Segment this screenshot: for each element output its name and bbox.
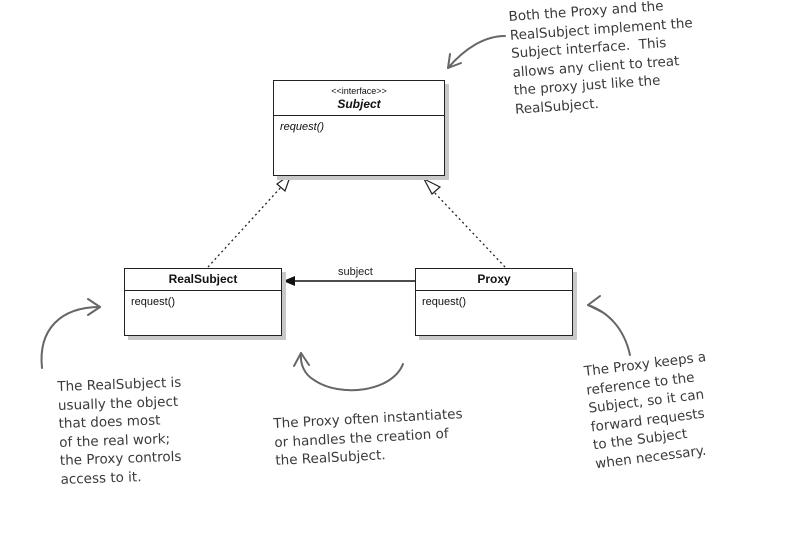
subject-request-method: request(): [280, 121, 325, 133]
association-label: subject: [338, 266, 373, 278]
proxy-class: Proxy request(): [415, 268, 573, 336]
realsubject-annotation: The RealSubject is usually the object th…: [57, 374, 182, 488]
interface-stereotype: <<interface>>: [331, 86, 387, 96]
instantiate-note-pointer: [293, 352, 404, 392]
realsubject-note-pointer: [40, 298, 101, 369]
subject-interface-class: <<interface>> Subject request(): [273, 80, 445, 176]
proxy-request-method: request(): [422, 296, 467, 308]
interface-note-pointer: [447, 35, 506, 69]
realsubject-request-method: request(): [131, 296, 176, 308]
subject-class-methods: request(): [274, 116, 444, 138]
proxy-realization-line: [431, 189, 506, 268]
proxy-class-header: Proxy: [416, 269, 572, 291]
proxy-realization-arrowhead: [422, 177, 442, 195]
realsubject-class: RealSubject request(): [124, 268, 282, 336]
realsubject-realization-line: [207, 184, 284, 268]
proxy-annotation: The Proxy keeps a reference to the Subje…: [583, 349, 708, 472]
interface-annotation: Both the Proxy and the RealSubject imple…: [508, 0, 694, 118]
realsubject-class-methods: request(): [125, 291, 281, 313]
proxy-note-pointer: [587, 295, 631, 356]
proxy-class-methods: request(): [416, 291, 572, 313]
subject-class-header: <<interface>> Subject: [274, 81, 444, 116]
instantiate-annotation: The Proxy often instantiates or handles …: [273, 406, 463, 469]
proxy-class-name: Proxy: [477, 272, 511, 286]
realsubject-class-header: RealSubject: [125, 269, 281, 291]
realsubject-class-name: RealSubject: [168, 272, 238, 286]
subject-class-name: Subject: [337, 97, 381, 111]
realsubject-realization-arrowhead: [276, 172, 293, 193]
